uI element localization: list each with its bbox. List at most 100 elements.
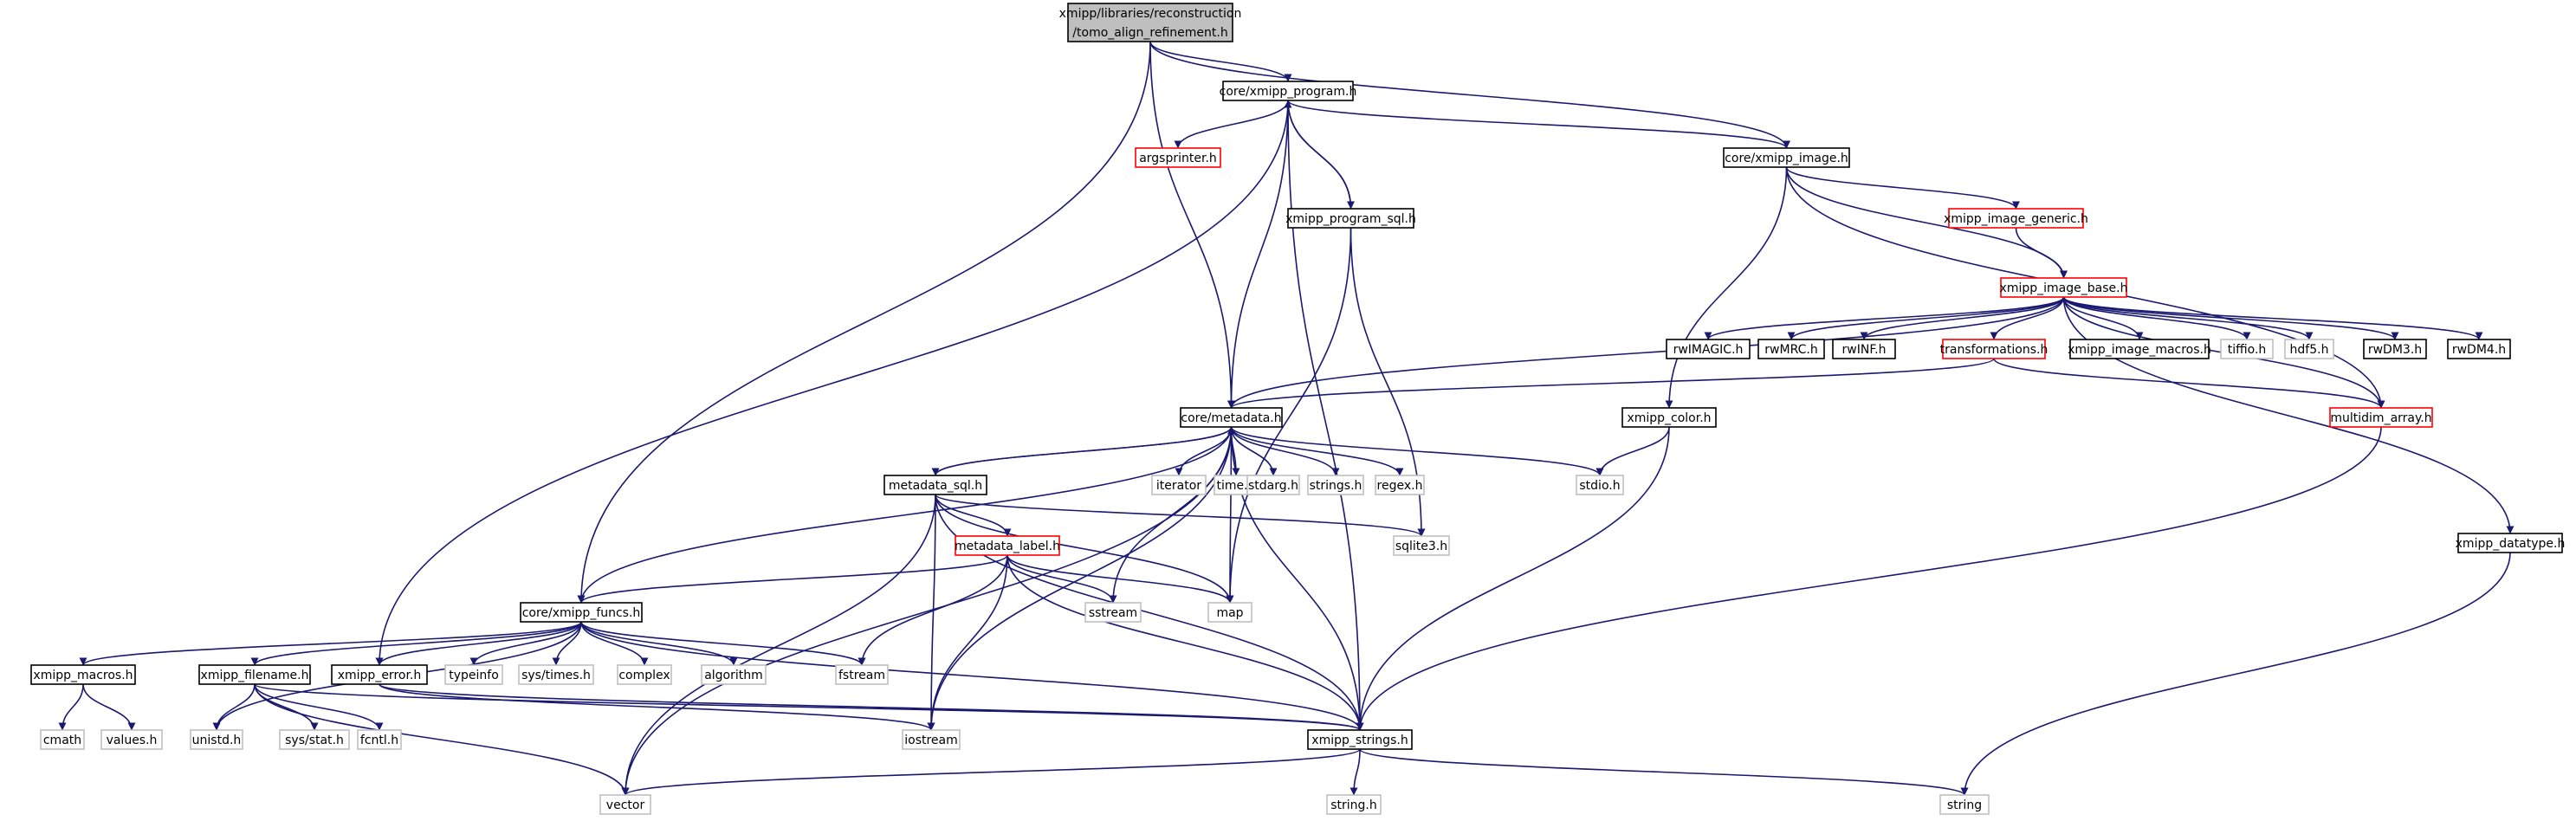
node-metadata_sql[interactable]: metadata_sql.h	[883, 475, 987, 495]
node-metadata_label[interactable]: metadata_label.h	[955, 535, 1060, 556]
node-xmipp_image[interactable]: core/xmipp_image.h	[1723, 147, 1850, 168]
node-xmipp_filename-box	[198, 664, 311, 685]
node-multidim_array-box	[2329, 407, 2433, 428]
node-xmipp_filename[interactable]: xmipp_filename.h	[198, 664, 311, 685]
node-iostream-label: iostream	[904, 734, 958, 747]
node-xmipp_image_base-box	[2000, 277, 2127, 298]
node-metadata_label-box	[955, 535, 1060, 556]
edge-metadata_sql-to-iostream	[927, 494, 936, 731]
node-xmipp_image_generic-label: xmipp_image_generic.h	[1944, 212, 2088, 226]
node-hdf5: hdf5.h	[2284, 339, 2334, 359]
node-multidim_array-label: multidim_array.h	[2330, 411, 2431, 425]
node-rwINF[interactable]: rwINF.h	[1832, 339, 1896, 359]
node-fstream: fstream	[835, 664, 889, 685]
edge-metadata_label-to-xmipp_funcs	[577, 554, 1008, 604]
node-xmipp_image_macros[interactable]: xmipp_image_macros.h	[2068, 339, 2211, 359]
node-rwIMAGIC[interactable]: rwIMAGIC.h	[1666, 339, 1751, 359]
node-transformations[interactable]: transformations.h	[1940, 339, 2049, 359]
node-argsprinter-box	[1135, 147, 1221, 168]
edge-root-to-metadata	[1149, 41, 1235, 409]
edge-xmipp_program-to-xmipp_image	[1287, 100, 1790, 149]
node-metadata_label-label: metadata_label.h	[955, 540, 1060, 553]
node-rwDM4-label: rwDM4.h	[2452, 343, 2506, 357]
node-string-box	[1939, 794, 1990, 815]
node-unistd-box	[190, 729, 243, 750]
edge-xmipp_program-to-argsprinter	[1174, 100, 1289, 149]
node-string_h-box	[1326, 794, 1382, 815]
edge-xmipp_image_base-to-transformations	[1990, 296, 2065, 340]
node-metadata[interactable]: core/metadata.h	[1180, 407, 1283, 428]
node-xmipp_strings-box	[1307, 729, 1413, 750]
edge-root-to-xmipp_program	[1149, 41, 1292, 82]
node-sstream-label: sstream	[1089, 606, 1137, 620]
edge-metadata_sql-to-metadata_label	[935, 494, 1012, 537]
node-stdarg: stdarg.h	[1246, 475, 1300, 495]
edge-metadata_sql-to-sqlite3	[935, 494, 1426, 537]
node-rwMRC[interactable]: rwMRC.h	[1757, 339, 1825, 359]
node-cmath-box	[40, 729, 85, 750]
node-fstream-label: fstream	[838, 669, 885, 682]
node-stdio: stdio.h	[1576, 475, 1624, 495]
node-algorithm: algorithm	[701, 664, 767, 685]
edge-xmipp_program-to-xmipp_error	[375, 100, 1289, 666]
node-xmipp_error[interactable]: xmipp_error.h	[331, 664, 428, 685]
node-xmipp_program-box	[1222, 81, 1354, 101]
node-regex-label: regex.h	[1377, 479, 1423, 493]
node-multidim_array[interactable]: multidim_array.h	[2329, 407, 2433, 428]
edge-metadata-to-strings	[1230, 426, 1340, 476]
node-string: string	[1939, 794, 1990, 815]
node-rwDM4[interactable]: rwDM4.h	[2447, 339, 2511, 359]
node-fcntl: fcntl.h	[357, 729, 402, 750]
edge-root-to-xmipp_image	[1149, 41, 1790, 149]
node-root-box	[1067, 3, 1233, 42]
edge-xmipp_error-to-xmipp_strings	[379, 683, 1364, 731]
node-xmipp_datatype-box	[2457, 533, 2563, 553]
node-rwINF-label: rwINF.h	[1842, 343, 1887, 357]
node-rwDM3-label: rwDM3.h	[2368, 343, 2422, 357]
node-xmipp_image_base[interactable]: xmipp_image_base.h	[2000, 277, 2128, 298]
edge-transformations-to-metadata	[1227, 358, 1995, 409]
node-xmipp_filename-label: xmipp_filename.h	[201, 669, 309, 682]
node-xmipp_strings-label: xmipp_strings.h	[1311, 734, 1408, 747]
node-xmipp_datatype[interactable]: xmipp_datatype.h	[2456, 533, 2566, 553]
edge-transformations-to-multidim_array	[1993, 358, 2385, 409]
edge-xmipp_funcs-to-complex	[580, 621, 649, 666]
node-xmipp_funcs[interactable]: core/xmipp_funcs.h	[520, 602, 643, 623]
node-xmipp_macros[interactable]: xmipp_macros.h	[30, 664, 136, 685]
node-xmipp_strings[interactable]: xmipp_strings.h	[1307, 729, 1413, 750]
node-complex: complex	[617, 664, 672, 685]
node-xmipp_program_sql[interactable]: xmipp_program_sql.h	[1285, 208, 1416, 229]
node-xmipp_image_generic[interactable]: xmipp_image_generic.h	[1944, 208, 2088, 229]
edge-xmipp_funcs-to-algorithm	[580, 621, 738, 666]
node-xmipp_program[interactable]: core/xmipp_program.h	[1220, 81, 1357, 101]
edge-metadata_label-to-fstream	[858, 554, 1008, 666]
node-xmipp_program_sql-label: xmipp_program_sql.h	[1285, 212, 1416, 226]
node-root[interactable]: xmipp/libraries/reconstruction/tomo_alig…	[1059, 3, 1242, 42]
edge-xmipp_image_generic-to-xmipp_image_base	[2015, 227, 2068, 279]
node-stdio-box	[1576, 475, 1624, 495]
edge-metadata_sql-to-metadata	[935, 426, 1235, 476]
node-iostream: iostream	[902, 729, 961, 750]
node-rwMRC-label: rwMRC.h	[1764, 343, 1817, 357]
edge-metadata-to-stdio	[1230, 426, 1604, 476]
node-sstream: sstream	[1084, 602, 1142, 623]
node-sqlite3: sqlite3.h	[1393, 535, 1450, 556]
edge-xmipp_funcs-to-typeinfo	[469, 621, 582, 666]
node-rwMRC-box	[1757, 339, 1825, 359]
node-layer: xmipp/libraries/reconstruction/tomo_alig…	[30, 3, 2566, 815]
node-argsprinter[interactable]: argsprinter.h	[1135, 147, 1221, 168]
node-strings-box	[1307, 475, 1364, 495]
node-sstream-box	[1084, 602, 1142, 623]
node-typeinfo-box	[444, 664, 503, 685]
node-unistd: unistd.h	[190, 729, 243, 750]
node-fstream-box	[835, 664, 889, 685]
node-xmipp_program-label: core/xmipp_program.h	[1220, 85, 1357, 99]
edge-xmipp_image_base-to-hdf5	[2062, 296, 2314, 340]
node-values: values.h	[100, 729, 163, 750]
edge-metadata_label-to-sstream	[1006, 554, 1117, 604]
node-cmath-label: cmath	[43, 734, 81, 747]
node-xmipp_color[interactable]: xmipp_color.h	[1621, 407, 1717, 428]
node-complex-box	[617, 664, 672, 685]
node-rwDM3[interactable]: rwDM3.h	[2363, 339, 2427, 359]
